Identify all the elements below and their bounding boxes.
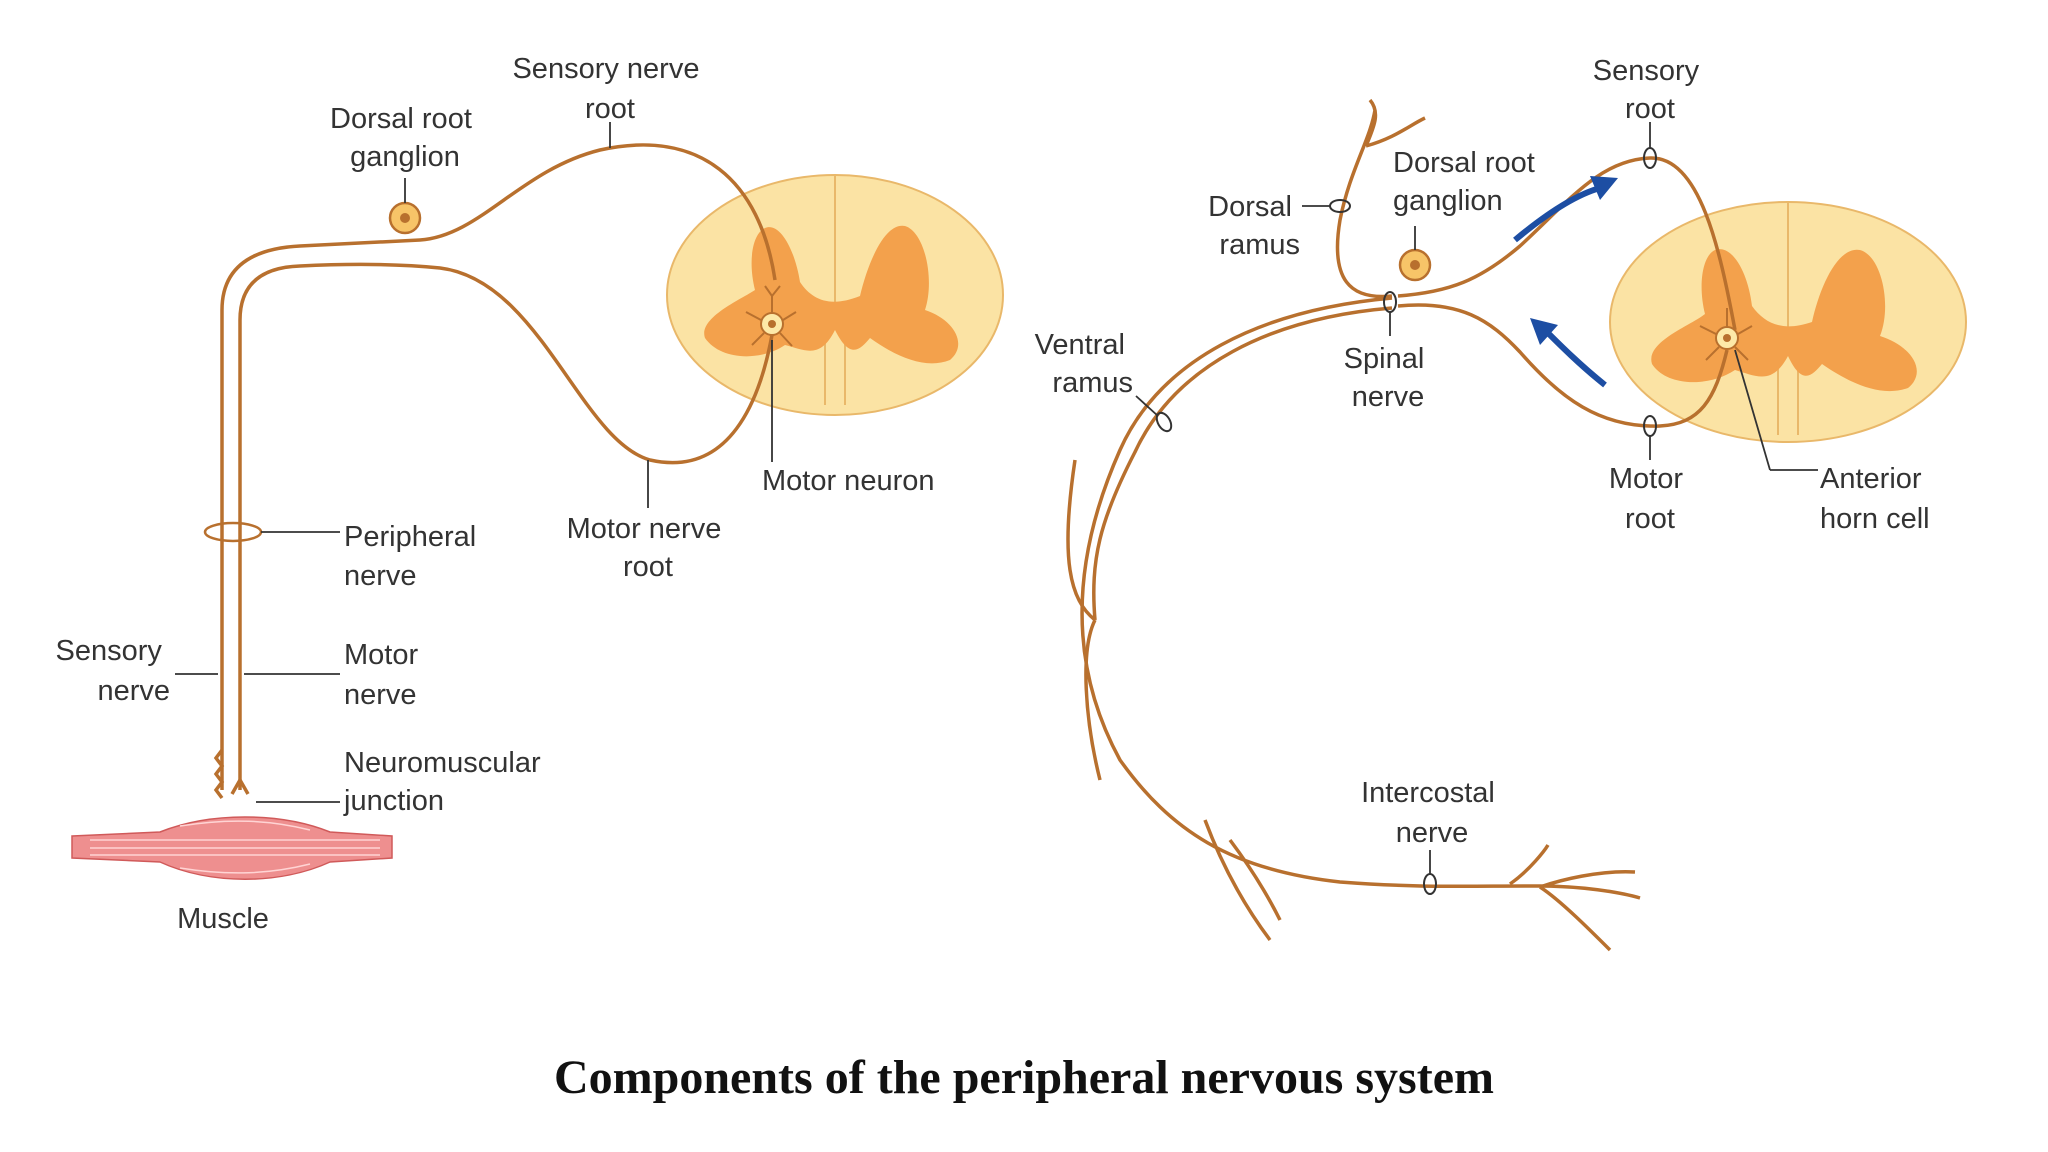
- sensory-nerve-label: Sensory nerve: [56, 635, 170, 707]
- right-nerve-fibers: [1066, 98, 1737, 952]
- dorsal-root-ganglion-left: [388, 201, 422, 235]
- left-diagram: Dorsal root ganglion Sensory nerve root …: [56, 53, 1004, 935]
- lateral-branch-1: [1066, 459, 1102, 781]
- grey-matter-right: [1651, 249, 1917, 392]
- ventral-ramus-path-inner: [1092, 306, 1393, 621]
- sensory-root-path: [1397, 156, 1737, 331]
- motor-neuron-cell-left: [745, 285, 797, 347]
- spinal-nerve-label: Spinal nerve: [1344, 343, 1433, 413]
- motor-arrow-icon: [1542, 327, 1607, 388]
- intercostal-branch-1: [1508, 844, 1550, 886]
- dorsal-ramus-path: [1335, 98, 1426, 299]
- sensory-arrow-icon: [1513, 185, 1601, 243]
- motor-root-label: Motor root: [1609, 463, 1691, 535]
- dorsal-root-ganglion-label-left: Dorsal root ganglion: [330, 103, 480, 173]
- right-leader-lines: [1135, 122, 1818, 874]
- left-leader-lines: [175, 122, 773, 803]
- spinal-cord-left: [666, 174, 1004, 416]
- lateral-branch-3: [1228, 838, 1282, 921]
- left-nerve-fibers: [213, 143, 777, 800]
- dorsal-root-ganglion-right: [1398, 248, 1432, 282]
- neuromuscular-junction-label: Neuromuscular junction: [343, 747, 549, 817]
- sensory-nerve-root-path: [220, 143, 777, 790]
- dorsal-ramus-label: Dorsal ramus: [1208, 191, 1300, 261]
- ventral-ramus-path: [1080, 296, 1641, 900]
- motor-root-path: [1397, 303, 1729, 428]
- ventral-ramus-label: Ventral ramus: [1035, 329, 1133, 399]
- peripheral-nerve-label: Peripheral nerve: [344, 521, 484, 592]
- figure-caption: Components of the peripheral nervous sys…: [554, 1051, 1494, 1104]
- motor-nerve-root-label: Motor nerve root: [567, 513, 730, 583]
- motor-neuron-label: Motor neuron: [762, 465, 935, 497]
- sensory-root-label: Sensory root: [1593, 55, 1707, 125]
- sensory-ending: [213, 748, 225, 800]
- dorsal-root-ganglion-label-right: Dorsal root ganglion: [1393, 147, 1543, 217]
- spinal-cord-right: [1609, 201, 1967, 443]
- intercostal-nerve-label: Intercostal nerve: [1361, 777, 1503, 849]
- intercostal-branch-3: [1539, 885, 1612, 952]
- motor-nerve-root-path: [238, 262, 774, 790]
- muscle-label: Muscle: [177, 903, 269, 935]
- motor-ending: [230, 779, 250, 795]
- motor-nerve-label: Motor nerve: [344, 639, 426, 711]
- anterior-horn-cell-neuron: [1699, 308, 1753, 361]
- peripheral-nerve-ring: [203, 521, 263, 543]
- sensory-nerve-root-label: Sensory nerve root: [512, 53, 707, 125]
- intercostal-branch-2: [1539, 869, 1636, 889]
- lateral-branch-2: [1203, 819, 1272, 942]
- anterior-horn-cell-label: Anterior horn cell: [1820, 463, 1930, 535]
- direction-arrows: [1513, 176, 1618, 388]
- right-diagram: Sensory root Dorsal root ganglion Dorsal…: [1035, 55, 1967, 952]
- muscle-shape: [71, 816, 393, 880]
